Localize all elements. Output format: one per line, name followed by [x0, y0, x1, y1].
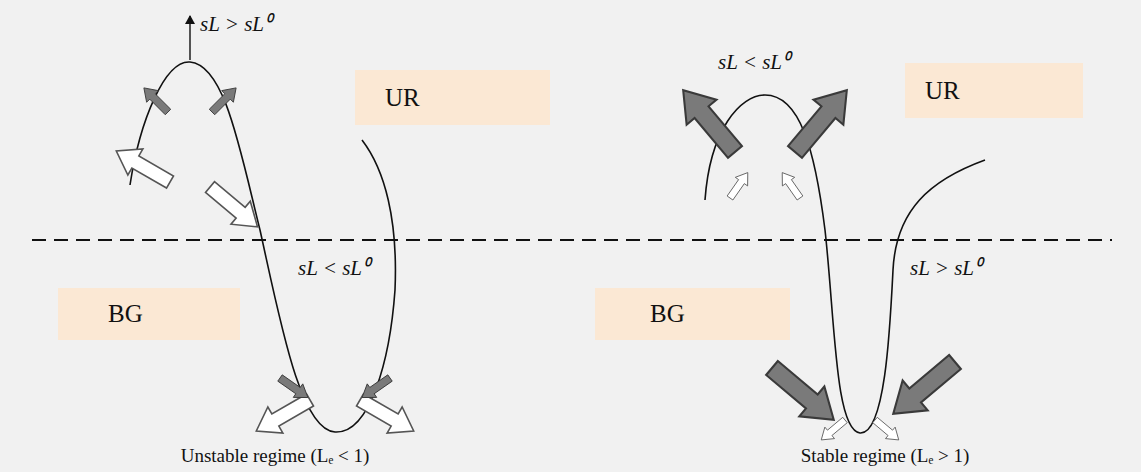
- heat-arrow: [724, 168, 754, 202]
- region-box: UR: [355, 70, 550, 125]
- dashed-line: [32, 239, 1112, 241]
- speed-label: sL < sL⁰: [298, 256, 369, 280]
- speed-label: sL < sL⁰: [718, 50, 789, 74]
- region-label: BG: [650, 300, 685, 328]
- region-label: BG: [108, 300, 143, 328]
- speed-arrow: [189, 16, 190, 60]
- species-arrow: [780, 78, 862, 165]
- region-box: BG: [595, 288, 790, 340]
- region-label: UR: [385, 84, 420, 112]
- species-arrow: [138, 82, 174, 118]
- species-arrow: [881, 347, 968, 429]
- species-arrow: [275, 371, 312, 404]
- heat-arrow: [200, 176, 267, 239]
- species-arrow: [668, 78, 750, 165]
- heat-arrow: [776, 168, 806, 202]
- region-box: UR: [905, 63, 1083, 118]
- regime-caption: Unstable regime (Lₑ < 1): [181, 445, 370, 467]
- region-box: BG: [58, 288, 240, 340]
- species-arrow: [357, 371, 394, 404]
- flame-front: [705, 95, 985, 433]
- heat-arrow: [870, 414, 903, 445]
- species-arrow: [206, 82, 242, 118]
- region-label: UR: [925, 77, 960, 105]
- heat-arrow: [109, 138, 178, 195]
- speed-label: sL > sL⁰: [200, 12, 271, 36]
- speed-label: sL > sL⁰: [910, 256, 981, 280]
- heat-arrow: [816, 414, 849, 445]
- regime-caption: Stable regime (Lₑ > 1): [801, 445, 970, 467]
- species-arrow: [759, 353, 846, 435]
